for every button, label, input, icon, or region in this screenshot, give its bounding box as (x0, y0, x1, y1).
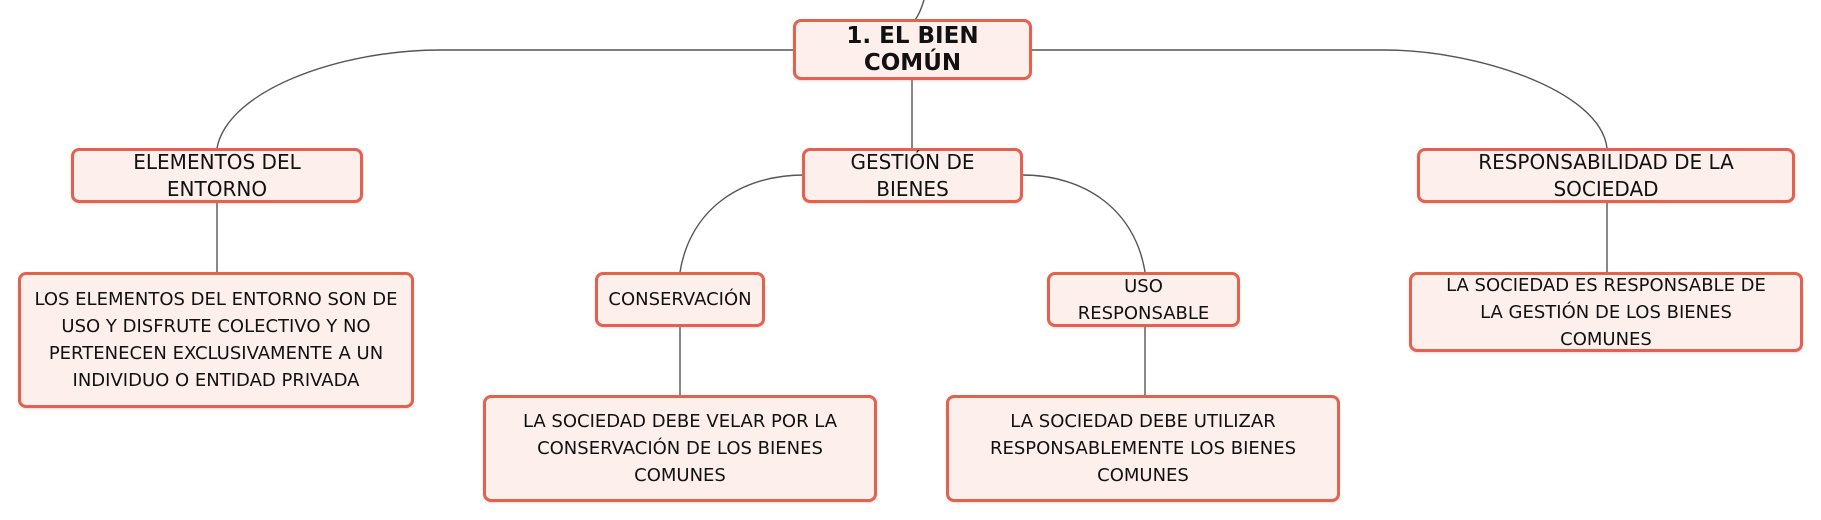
node-responsabilidad-de-la-sociedad-label: RESPONSABILIDAD DE LA SOCIEDAD (1478, 149, 1734, 201)
connector-gestion-conservacion (679, 174, 805, 273)
node-responsabilidad-de-la-sociedad-detail-label: LA SOCIEDAD ES RESPONSABLE DE LA GESTIÓN… (1446, 274, 1766, 350)
node-responsabilidad-de-la-sociedad-detail[interactable]: LA SOCIEDAD ES RESPONSABLE DE LA GESTIÓN… (1409, 272, 1803, 352)
node-elementos-del-entorno[interactable]: ELEMENTOS DEL ENTORNO (71, 148, 363, 203)
node-root[interactable]: 1. EL BIEN COMÚN (793, 19, 1032, 80)
node-uso-responsable-detail[interactable]: LA SOCIEDAD DEBE UTILIZAR RESPONSABLEMEN… (946, 395, 1340, 502)
node-conservacion-detail-label: LA SOCIEDAD DEBE VELAR POR LA CONSERVACI… (522, 411, 838, 486)
node-elementos-del-entorno-label: ELEMENTOS DEL ENTORNO (133, 149, 301, 201)
node-gestion-de-bienes-label: GESTIÓN DE BIENES (850, 149, 975, 201)
node-uso-responsable-label: USO RESPONSABLE (1077, 275, 1210, 324)
node-elementos-del-entorno-detail[interactable]: LOS ELEMENTOS DEL ENTORNO SON DE USO Y D… (18, 272, 414, 408)
node-uso-responsable-detail-label: LA SOCIEDAD DEBE UTILIZAR RESPONSABLEMEN… (989, 411, 1297, 486)
connector-root-entorno (216, 49, 795, 149)
node-conservacion[interactable]: CONSERVACIÓN (595, 272, 765, 327)
connector-gestion-uso (1021, 174, 1146, 273)
node-conservacion-label: CONSERVACIÓN (608, 289, 752, 310)
node-conservacion-detail[interactable]: LA SOCIEDAD DEBE VELAR POR LA CONSERVACI… (483, 395, 877, 502)
node-uso-responsable[interactable]: USO RESPONSABLE (1047, 272, 1240, 327)
node-gestion-de-bienes[interactable]: GESTIÓN DE BIENES (802, 148, 1023, 203)
node-root-label: 1. EL BIEN COMÚN (846, 22, 979, 76)
node-elementos-del-entorno-detail-label: LOS ELEMENTOS DEL ENTORNO SON DE USO Y D… (34, 289, 398, 391)
node-responsabilidad-de-la-sociedad[interactable]: RESPONSABILIDAD DE LA SOCIEDAD (1417, 148, 1795, 203)
connector-root-parent (914, 0, 925, 21)
connector-root-responsabilidad (1032, 49, 1608, 149)
